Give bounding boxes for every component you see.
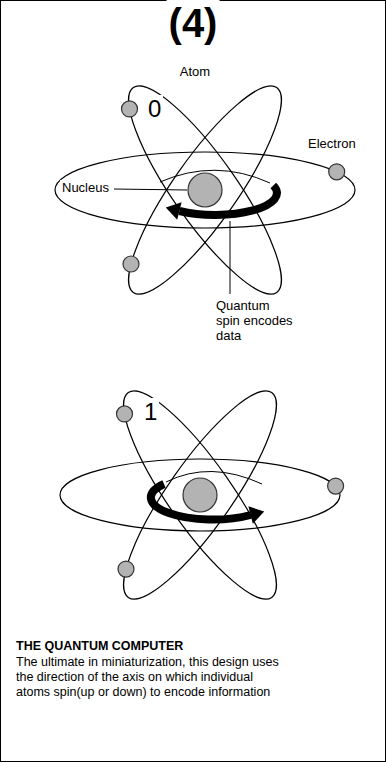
bit-value: 0	[146, 95, 163, 123]
nucleus	[188, 173, 222, 207]
spin-arrow	[179, 186, 277, 215]
orbit	[107, 69, 303, 310]
orbit	[102, 374, 298, 615]
orbit	[107, 69, 303, 310]
spin-arrow	[151, 484, 251, 520]
electron	[122, 101, 138, 117]
leader-line	[230, 221, 231, 294]
part-label: Atom	[178, 64, 212, 80]
figure-title: (4)	[167, 0, 220, 46]
electron	[328, 478, 344, 494]
leader-line	[114, 189, 187, 190]
spin-trail	[166, 471, 262, 484]
caption-heading: THE QUANTUM COMPUTER	[14, 638, 185, 654]
orbit	[102, 374, 298, 615]
arrowhead	[248, 506, 264, 523]
bit-value: 1	[142, 398, 159, 426]
arrowhead	[166, 202, 182, 219]
nucleus	[183, 478, 217, 512]
caption-body: The ultimate in miniaturization, this de…	[14, 655, 290, 700]
electron	[117, 406, 133, 422]
part-label: Nucleus	[60, 180, 111, 196]
electron	[118, 561, 134, 577]
part-label: Electron	[306, 136, 358, 152]
callout-label: Quantum spin encodes data	[214, 298, 297, 343]
electron	[329, 164, 345, 180]
orbit	[60, 459, 340, 531]
electron	[123, 256, 139, 272]
orbit	[55, 152, 355, 228]
